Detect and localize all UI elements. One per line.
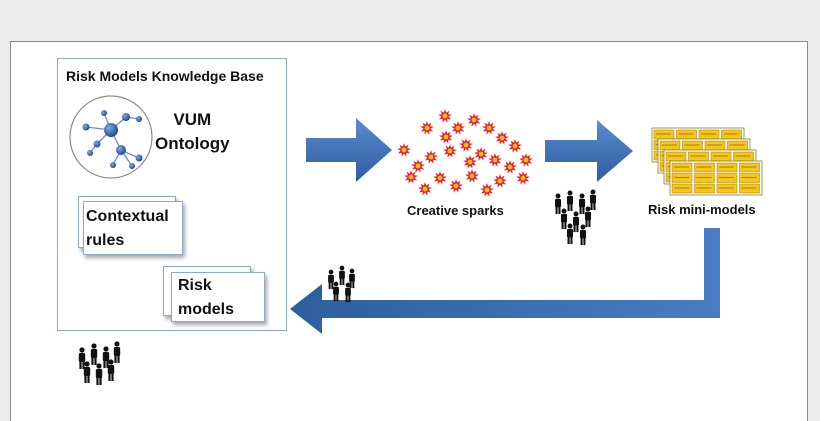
spark	[465, 169, 479, 183]
spark	[420, 121, 434, 135]
creative-sparks-label: Creative sparks	[407, 203, 504, 218]
spark	[459, 138, 473, 152]
person-icon	[578, 193, 586, 215]
person-icon	[328, 269, 334, 290]
arrow-feedback-to-knowledge-base	[290, 228, 720, 334]
risk-models-label: Risk models	[178, 277, 235, 318]
person-icon	[102, 346, 110, 368]
arrow-to-mini-models	[545, 120, 633, 182]
spark	[474, 147, 488, 161]
spark	[503, 160, 517, 174]
contextual-rules-label: Contextual rules	[86, 208, 169, 249]
person-icon	[339, 265, 345, 286]
person-icon	[349, 268, 355, 289]
spark	[493, 174, 507, 188]
spark	[480, 183, 494, 197]
network-graph-icon	[69, 95, 153, 179]
person-icon	[113, 341, 121, 363]
people-group-icon	[328, 265, 355, 303]
sparks-icon	[397, 109, 533, 197]
person-icon	[584, 206, 592, 228]
person-icon	[566, 223, 574, 245]
spark	[418, 182, 432, 196]
spark	[438, 109, 452, 123]
person-icon	[572, 211, 580, 233]
person-icon	[579, 224, 587, 246]
person-icon	[78, 347, 86, 369]
spark	[424, 150, 438, 164]
spark	[495, 131, 509, 145]
spark	[519, 153, 533, 167]
person-icon	[107, 359, 115, 381]
spark	[411, 159, 425, 173]
risk-mini-models-label: Risk mini-models	[648, 202, 756, 217]
person-icon	[560, 208, 568, 230]
risk-models-doc	[171, 272, 265, 322]
person-icon	[589, 189, 597, 211]
spark	[449, 179, 463, 193]
person-icon	[566, 190, 574, 212]
person-icon	[90, 343, 98, 365]
person-icon	[554, 193, 562, 215]
person-icon	[345, 282, 351, 303]
people-group-icon	[78, 341, 121, 385]
vum-ontology-label: VUM Ontology	[155, 110, 230, 153]
people-group-icon	[554, 189, 597, 246]
spark	[516, 171, 530, 185]
contextual-rules-doc	[83, 201, 183, 255]
spark	[467, 113, 481, 127]
arrow-to-sparks	[306, 118, 392, 182]
mini-model-sheet	[669, 160, 763, 196]
spark	[451, 121, 465, 135]
spark	[397, 143, 411, 157]
person-icon	[333, 281, 339, 302]
mini-models-icon	[651, 127, 763, 196]
spark	[508, 139, 522, 153]
spark	[482, 121, 496, 135]
person-icon	[83, 361, 91, 383]
knowledge-base-title: Risk Models Knowledge Base	[66, 68, 264, 84]
spark	[463, 155, 477, 169]
spark	[488, 153, 502, 167]
spark	[433, 171, 447, 185]
spark	[443, 144, 457, 158]
person-icon	[95, 363, 103, 385]
spark	[404, 170, 418, 184]
spark	[439, 130, 453, 144]
